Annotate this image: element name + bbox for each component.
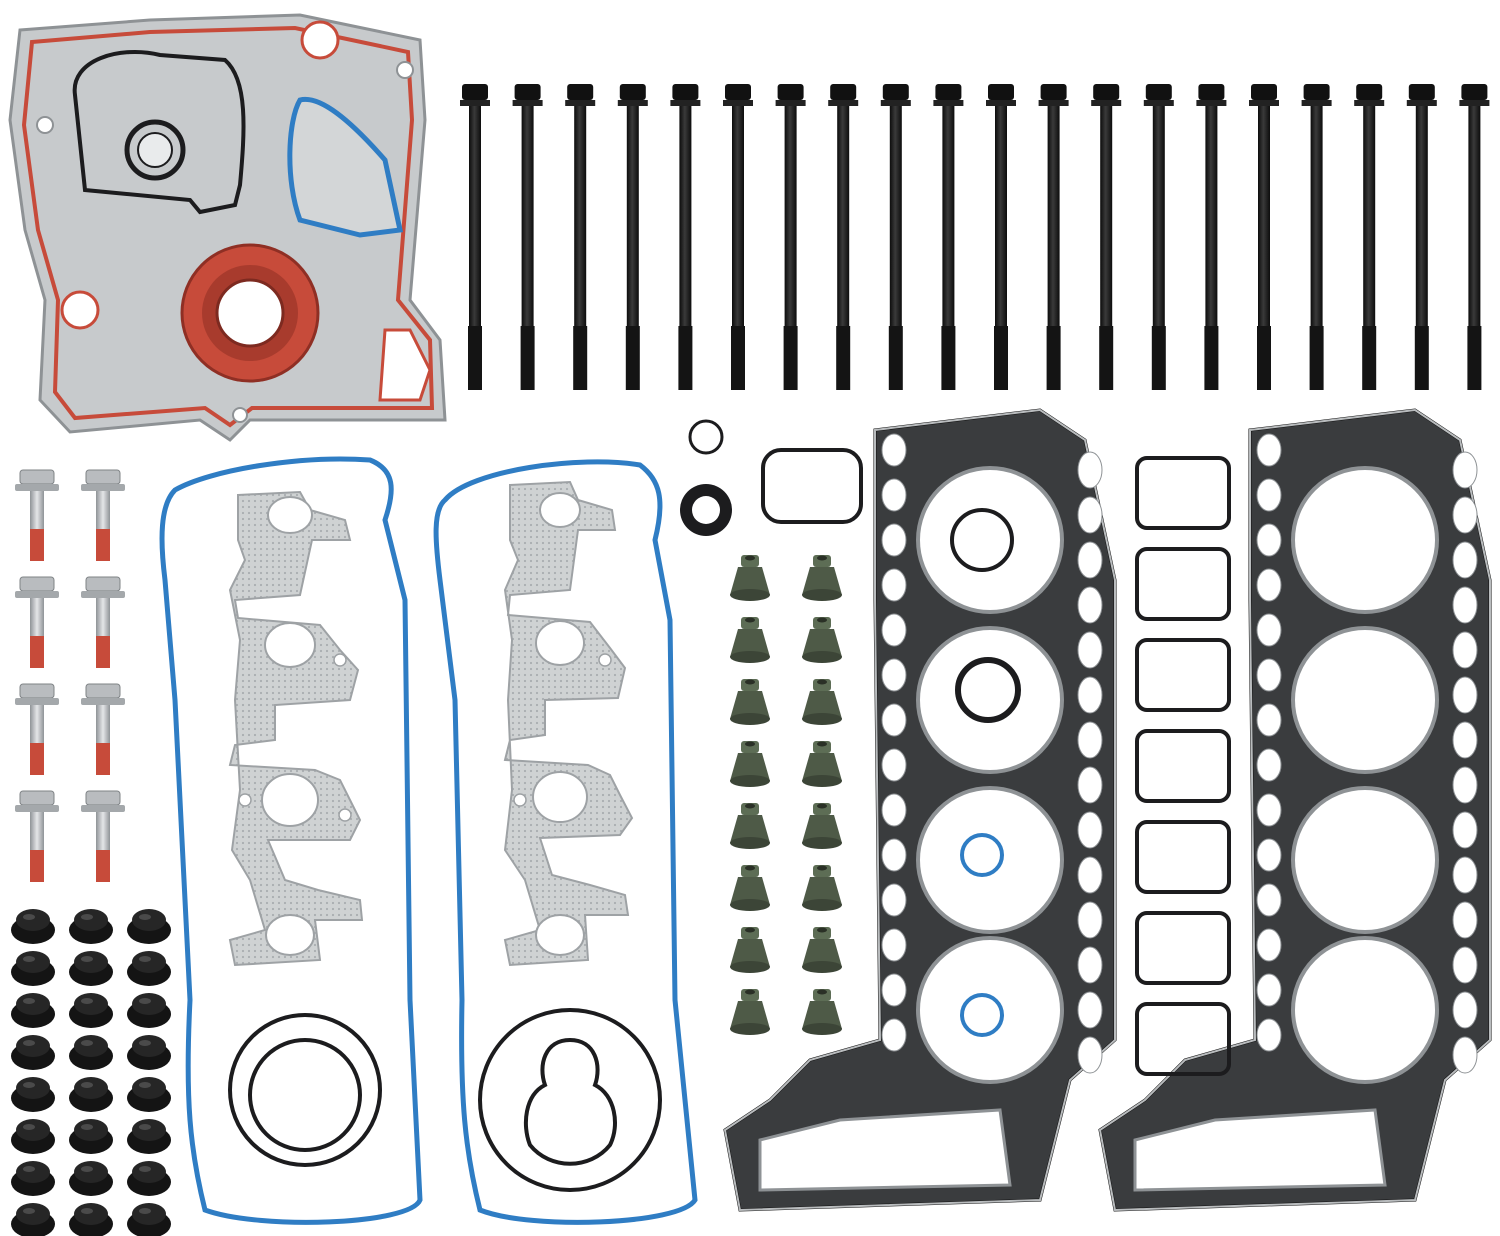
- valve-cover-gasket-left: [159, 456, 423, 1225]
- head-bolt: [1406, 84, 1437, 390]
- head-bolt: [617, 84, 648, 390]
- grommet: [127, 993, 171, 1028]
- valve-stem-seal: [802, 617, 842, 663]
- valve-stem-seal: [802, 555, 842, 601]
- valve-stem-seal: [730, 555, 770, 601]
- intake-gasket: [1135, 1002, 1231, 1076]
- intake-gasket: [1135, 729, 1231, 803]
- head-bolt: [828, 84, 859, 390]
- head-bolt: [1459, 84, 1490, 390]
- head-bolt: [1301, 84, 1332, 390]
- valve-stem-seal: [730, 989, 770, 1035]
- intake-gasket: [1135, 547, 1231, 621]
- grommet: [127, 909, 171, 944]
- flange-bolt: [81, 683, 125, 775]
- head-bolt: [1196, 84, 1227, 390]
- flange-bolt: [15, 790, 59, 882]
- grommet: [11, 1203, 55, 1236]
- head-bolt: [986, 84, 1016, 390]
- valve-stem-seal: [730, 679, 770, 725]
- grommet: [69, 1077, 113, 1112]
- head-bolt: [880, 84, 911, 390]
- valve-cover-gasket-right: [433, 459, 698, 1225]
- valve-stem-seal: [730, 741, 770, 787]
- intake-gaskets: [1135, 456, 1231, 1076]
- grommet: [69, 1035, 113, 1070]
- grommet: [69, 993, 113, 1028]
- valve-stem-seal: [730, 803, 770, 849]
- grommet: [69, 909, 113, 944]
- head-bolt: [1038, 84, 1069, 390]
- flange-bolt: [15, 576, 59, 668]
- head-bolt: [723, 84, 753, 390]
- grommet: [11, 993, 55, 1028]
- head-bolt: [775, 84, 806, 390]
- cylinder-head-gasket-left: [723, 408, 1117, 1212]
- valve-stem-seal: [802, 741, 842, 787]
- grommet: [69, 1119, 113, 1154]
- grommets: [11, 909, 171, 1236]
- flange-bolt: [15, 683, 59, 775]
- grommet: [127, 1119, 171, 1154]
- valve-stem-seal: [802, 865, 842, 911]
- head-bolt: [1354, 84, 1385, 390]
- grommet: [127, 1077, 171, 1112]
- flange-bolt: [81, 576, 125, 668]
- head-bolt: [460, 84, 490, 390]
- valve-stem-seal: [730, 927, 770, 973]
- valve-stem-seals: [730, 555, 842, 1035]
- grommet: [11, 951, 55, 986]
- flange-bolts: [15, 469, 125, 882]
- head-bolt: [1249, 84, 1279, 390]
- cylinder-head-gaskets: [723, 408, 1492, 1212]
- grommet: [127, 951, 171, 986]
- head-bolt: [1143, 84, 1174, 390]
- intake-gasket: [1135, 456, 1231, 530]
- timing-cover-gasket: [8, 13, 447, 442]
- valve-stem-seal: [802, 989, 842, 1035]
- grommet: [127, 1203, 171, 1236]
- grommet: [11, 909, 55, 944]
- flange-bolt: [81, 469, 125, 561]
- head-bolt: [670, 84, 701, 390]
- grommet: [11, 1035, 55, 1070]
- grommet: [127, 1161, 171, 1196]
- head-bolts-row: [460, 84, 1490, 390]
- small-seals: [680, 419, 863, 536]
- grommet: [69, 1161, 113, 1196]
- intake-gasket: [1135, 820, 1231, 894]
- head-bolt: [1091, 84, 1122, 390]
- flange-bolt: [15, 469, 59, 561]
- grommet: [69, 1203, 113, 1236]
- grommet: [127, 1035, 171, 1070]
- head-bolt: [933, 84, 964, 390]
- grommet: [11, 1077, 55, 1112]
- valve-stem-seal: [802, 927, 842, 973]
- grommet: [11, 1161, 55, 1196]
- grommet: [11, 1119, 55, 1154]
- intake-gasket: [1135, 911, 1231, 985]
- valve-stem-seal: [802, 803, 842, 849]
- valve-stem-seal: [802, 679, 842, 725]
- flange-bolt: [81, 790, 125, 882]
- head-bolt: [565, 84, 596, 390]
- head-bolt: [512, 84, 543, 390]
- grommet: [69, 951, 113, 986]
- valve-stem-seal: [730, 617, 770, 663]
- cylinder-head-gasket-right: [1098, 408, 1492, 1212]
- intake-gasket: [1135, 638, 1231, 712]
- valve-stem-seal: [730, 865, 770, 911]
